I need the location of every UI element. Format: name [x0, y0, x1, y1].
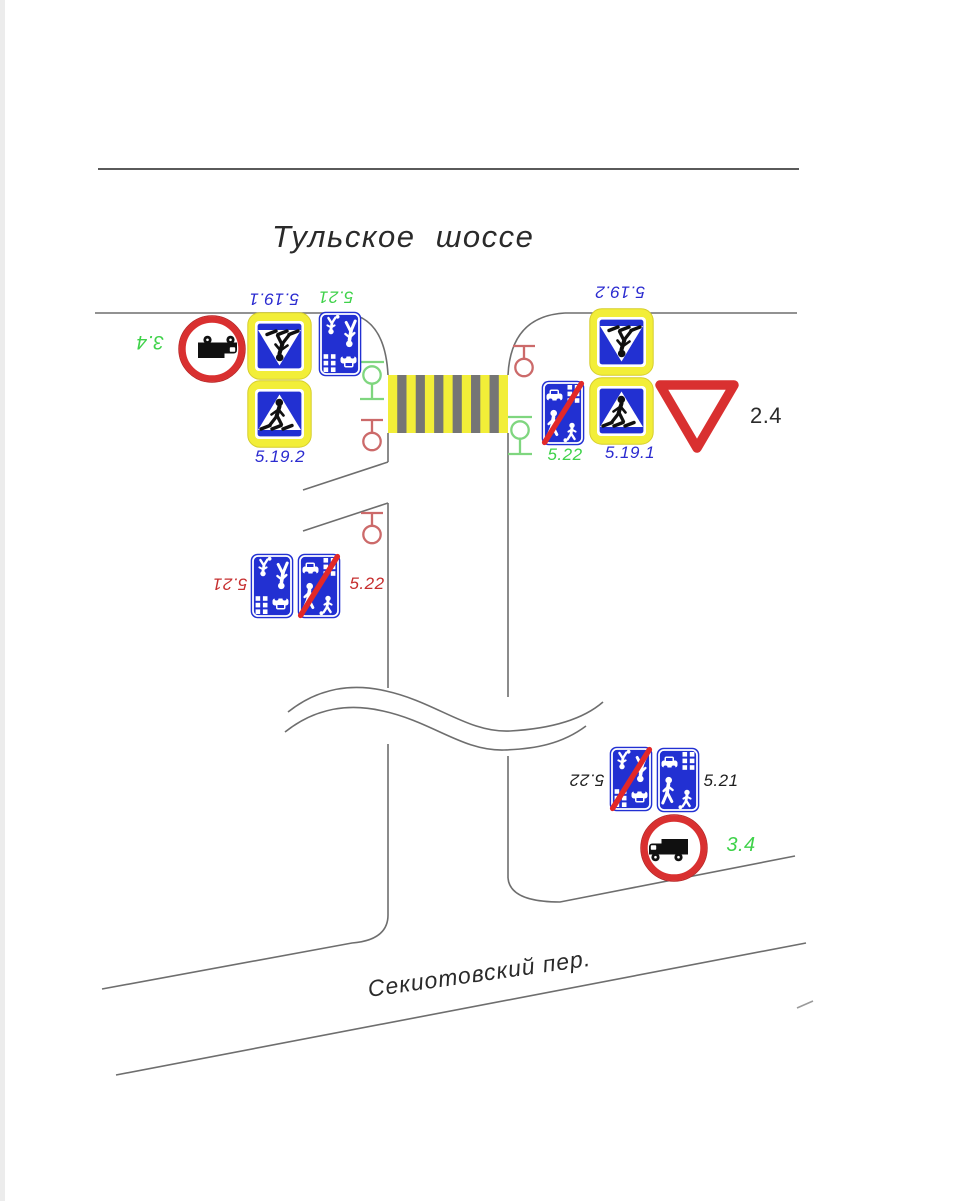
page-edge-strip [0, 0, 5, 1201]
sign-label-3.4: 3.4 [136, 330, 164, 352]
sign-3.4-truck-prohibited-icon [179, 316, 245, 382]
sign-label-5.19.1: 5.19.1 [248, 289, 300, 309]
sign-5.22-residential-zone-end-icon [610, 747, 653, 812]
sign-5.22-residential-zone-end-icon [298, 554, 341, 619]
sign-3.4-truck-prohibited-icon [641, 815, 707, 881]
sign-5.21-residential-zone-icon [248, 551, 296, 621]
sign-label-2.4: 2.4 [749, 403, 783, 428]
traffic-light-green-icon [358, 360, 386, 401]
traffic-light-green-icon [506, 415, 534, 456]
lane-lower-edge [115, 942, 807, 1076]
sign-label-5.21: 5.21 [703, 771, 739, 790]
sign-label-5.21: 5.21 [318, 287, 354, 307]
sign-label-5.21: 5.21 [212, 574, 248, 594]
sign-5.19.1-pedestrian-crossing-icon [245, 310, 314, 382]
road-edges [95, 168, 814, 1076]
sign-5.19.1-pedestrian-crossing-icon [587, 375, 656, 447]
sign-5.21-residential-zone-icon [654, 745, 702, 815]
sign-label-5.19.2: 5.19.2 [594, 282, 646, 302]
corner-arc-bottom-right [507, 855, 796, 903]
break-line-lower [284, 706, 587, 751]
sign-label-5.22: 5.22 [547, 445, 583, 464]
stray-mark [796, 1000, 814, 1009]
sign-2.4-give-way-icon [660, 385, 734, 448]
sign-label-5.22: 5.22 [569, 770, 605, 790]
sign-label-3.4: 3.4 [726, 834, 756, 856]
sign-5.19.2-pedestrian-crossing-icon [245, 378, 314, 450]
driveway-upper-edge [302, 461, 389, 491]
sign-label-5.19.1: 5.19.1 [604, 443, 656, 462]
sign-5.22-residential-zone-end-icon [542, 381, 585, 446]
traffic-light-red-icon [359, 418, 385, 452]
pedestrian-crossing-zebra [388, 375, 508, 433]
break-line-upper [287, 686, 604, 732]
driveway-lower-edge [302, 502, 389, 532]
sign-5.19.2-pedestrian-crossing-icon [587, 306, 656, 378]
street-name-top: Тульское шоссе [272, 219, 535, 254]
corner-arc-bottom-left [101, 914, 389, 990]
traffic-light-red-icon [511, 344, 537, 378]
traffic-light-red-icon [359, 511, 385, 545]
sign-label-5.19.2: 5.19.2 [254, 447, 306, 466]
sign-5.21-residential-zone-icon [316, 309, 364, 379]
sign-label-5.22: 5.22 [349, 574, 385, 593]
corner-arc-right [507, 312, 566, 376]
